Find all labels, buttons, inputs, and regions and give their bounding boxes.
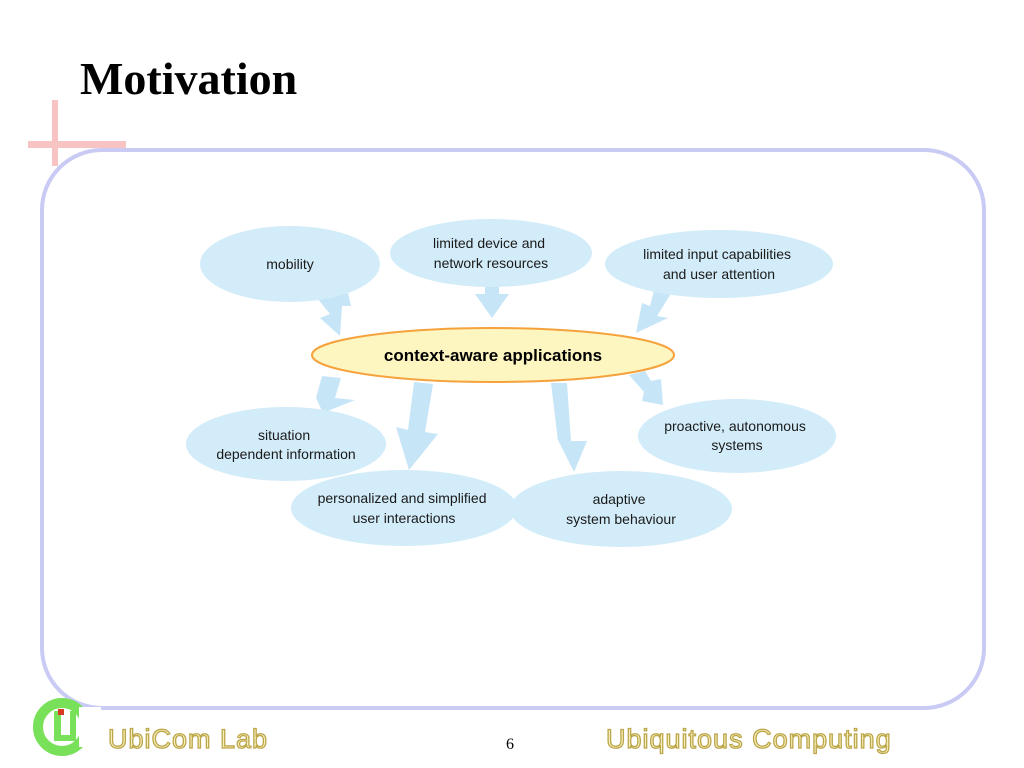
arrow-center-to-proactive (629, 371, 663, 405)
arrows (313, 282, 672, 472)
bubble-resources-line-2: network resources (434, 255, 548, 271)
bubble-situation-dependent: situation dependent information (186, 407, 386, 481)
bubble-situation-line-2: dependent information (216, 446, 355, 462)
bubble-limited-input-attention: limited input capabilities and user atte… (605, 230, 833, 298)
bubble-mobility: mobility (200, 226, 380, 302)
arrow-resources-to-center (475, 282, 509, 318)
bubble-adaptive-behaviour: adaptive system behaviour (510, 471, 732, 547)
arrow-center-to-adaptive (551, 383, 587, 472)
input-bubbles: mobility limited device and network reso… (200, 219, 833, 302)
bubble-mobility-line-1: mobility (266, 256, 313, 272)
bubble-situation-line-1: situation (258, 427, 310, 443)
footer-course-name: Ubiquitous Computing (605, 724, 892, 754)
bubble-adaptive-line-1: adaptive (593, 491, 646, 507)
bubble-resources-line-1: limited device and (433, 235, 545, 251)
decorative-cross-horizontal (28, 141, 126, 148)
arrow-input-to-center (636, 283, 672, 333)
page-number: 6 (506, 736, 514, 753)
bubble-personalized-line-2: user interactions (353, 510, 456, 526)
center-node-label: context-aware applications (384, 346, 602, 365)
svg-text:personalized and simplified: personalized and simplified user interac… (318, 490, 491, 526)
svg-text:situation dependent: situation dependent information (216, 427, 355, 462)
bubble-input-line-1: limited input capabilities (643, 246, 791, 262)
ubicom-logo (33, 698, 101, 756)
footer-lab-name: UbiCom Lab (107, 724, 269, 754)
decorative-cross-vertical (52, 100, 58, 166)
bubble-proactive-line-1: proactive, autonomous (664, 418, 806, 434)
bubble-proactive-line-2: systems (711, 437, 762, 453)
svg-text:limited device and n: limited device and network resources (433, 235, 549, 271)
output-bubbles: situation dependent information proactiv… (186, 399, 836, 547)
svg-text:adaptive system beha: adaptive system behaviour (566, 491, 676, 527)
bubble-adaptive-line-2: system behaviour (566, 511, 676, 527)
arrow-center-to-personalized (396, 382, 438, 470)
bubble-personalized-interactions: personalized and simplified user interac… (291, 470, 517, 546)
bubble-proactive-autonomous: proactive, autonomous systems (638, 399, 836, 473)
bubble-personalized-line-1: personalized and simplified (318, 490, 487, 506)
bubble-input-line-2: and user attention (663, 266, 775, 282)
svg-text:mobility: mobility (266, 256, 313, 272)
svg-text:limited input capabilities: limited input capabilities and user atte… (643, 246, 795, 282)
slide-title: Motivation (80, 53, 298, 104)
bubble-limited-device-resources: limited device and network resources (390, 219, 592, 287)
svg-text:proactive, autonomous: proactive, autonomous systems (664, 418, 810, 453)
arrow-center-to-situation (316, 376, 355, 413)
center-node: context-aware applications (311, 327, 675, 383)
